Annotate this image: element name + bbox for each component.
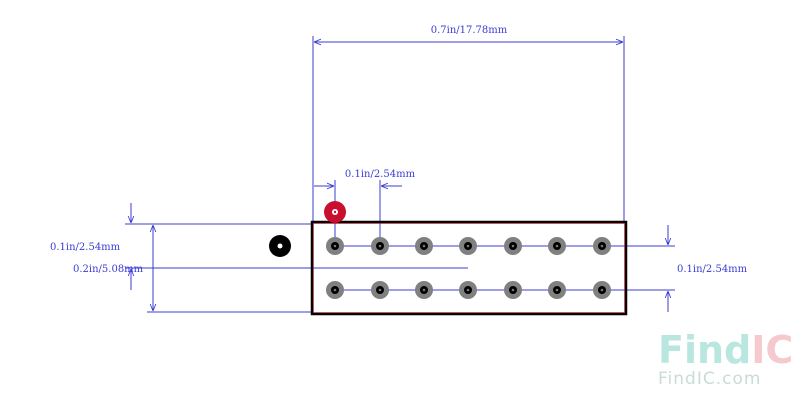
pad — [415, 281, 433, 299]
pin1-marker — [324, 201, 346, 223]
origin-marker — [269, 235, 291, 257]
pad — [415, 237, 433, 255]
pad — [459, 237, 477, 255]
row-spacing-dimension — [147, 225, 312, 313]
component-outline-inner — [313, 223, 625, 313]
left-pitch-dimension — [125, 203, 468, 290]
pad — [371, 281, 389, 299]
right-pitch-dimension — [602, 225, 675, 312]
right-pitch-label: 0.1in/2.54mm — [677, 264, 748, 275]
pad — [593, 237, 611, 255]
pad — [459, 281, 477, 299]
pad — [504, 281, 522, 299]
pad — [326, 281, 344, 299]
width-dimension-label: 0.7in/17.78mm — [431, 25, 508, 36]
watermark-logo: FindIC — [658, 328, 793, 372]
pad — [371, 237, 389, 255]
pad — [593, 281, 611, 299]
watermark-site: FindIC.com — [658, 369, 761, 389]
component-outline — [310, 220, 628, 316]
pitch-dimension-label: 0.1in/2.54mm — [345, 169, 416, 180]
findic-watermark: FindIC FindIC.com — [658, 328, 793, 389]
pad — [548, 237, 566, 255]
row-spacing-label: 0.2in/5.08mm — [73, 264, 144, 275]
pad-row-1 — [326, 237, 611, 255]
pad-row-2 — [326, 281, 611, 299]
pad — [504, 237, 522, 255]
left-pitch-label: 0.1in/2.54mm — [50, 242, 121, 253]
pad — [326, 237, 344, 255]
width-dimension — [312, 36, 625, 222]
pad — [548, 281, 566, 299]
